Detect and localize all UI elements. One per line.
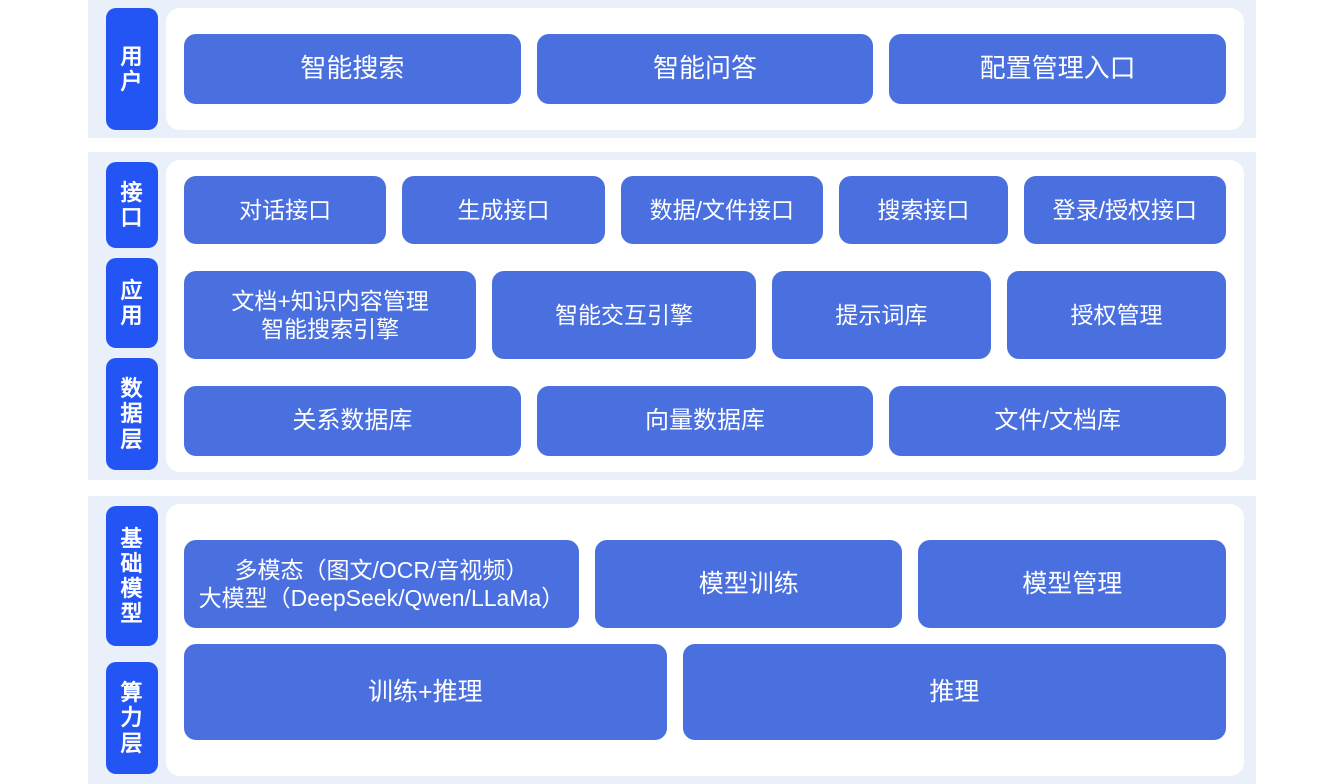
card-file-document-store[interactable]: 文件/文档库 bbox=[889, 386, 1227, 456]
row-base-model: 多模态（图文/OCR/音视频） 大模型（DeepSeek/Qwen/LLaMa）… bbox=[184, 540, 1226, 628]
section-user: 用户 智能搜索 智能问答 配置管理入口 bbox=[88, 0, 1256, 138]
layer-tab-user-label: 用户 bbox=[120, 43, 144, 94]
layer-tab-base-model-label: 基础模型 bbox=[120, 525, 144, 627]
layer-tab-application-label: 应用 bbox=[120, 277, 144, 328]
section-base: 基础模型 算力层 多模态（图文/OCR/音视频） 大模型（DeepSeek/Qw… bbox=[88, 496, 1256, 784]
card-data-file-interface[interactable]: 数据/文件接口 bbox=[620, 176, 823, 244]
section-middle: 接口 应用 数据层 对话接口 生成接口 数据/文件接口 搜索接口 登录/授权接口… bbox=[88, 152, 1256, 480]
card-config-management-entry[interactable]: 配置管理入口 bbox=[889, 34, 1227, 104]
card-multimodal-large-model[interactable]: 多模态（图文/OCR/音视频） 大模型（DeepSeek/Qwen/LLaMa） bbox=[184, 540, 579, 628]
card-training-and-inference[interactable]: 训练+推理 bbox=[184, 644, 667, 740]
card-relational-database[interactable]: 关系数据库 bbox=[184, 386, 521, 456]
card-model-training[interactable]: 模型训练 bbox=[594, 540, 903, 628]
card-intelligent-qa[interactable]: 智能问答 bbox=[536, 34, 874, 104]
layer-tab-interface[interactable]: 接口 bbox=[106, 162, 158, 248]
card-interaction-engine[interactable]: 智能交互引擎 bbox=[492, 271, 756, 359]
tab-column-middle: 接口 应用 数据层 bbox=[88, 152, 158, 480]
tab-column-base: 基础模型 算力层 bbox=[88, 496, 158, 784]
card-model-management[interactable]: 模型管理 bbox=[918, 540, 1226, 628]
row-user-apps: 智能搜索 智能问答 配置管理入口 bbox=[184, 34, 1227, 104]
row-compute: 训练+推理 推理 bbox=[184, 644, 1226, 740]
layer-tab-user[interactable]: 用户 bbox=[106, 8, 158, 130]
row-application: 文档+知识内容管理 智能搜索引擎 智能交互引擎 提示词库 授权管理 bbox=[184, 271, 1227, 359]
card-search-interface[interactable]: 搜索接口 bbox=[838, 176, 1008, 244]
card-dialog-interface[interactable]: 对话接口 bbox=[184, 176, 387, 244]
tab-column-user: 用户 bbox=[88, 0, 158, 138]
card-inference[interactable]: 推理 bbox=[682, 644, 1226, 740]
layer-tab-data[interactable]: 数据层 bbox=[106, 358, 158, 470]
row-data: 关系数据库 向量数据库 文件/文档库 bbox=[184, 386, 1227, 456]
panel-base: 多模态（图文/OCR/音视频） 大模型（DeepSeek/Qwen/LLaMa）… bbox=[166, 504, 1244, 776]
card-vector-database[interactable]: 向量数据库 bbox=[536, 386, 874, 456]
layer-tab-application[interactable]: 应用 bbox=[106, 258, 158, 348]
layer-tab-interface-label: 接口 bbox=[120, 179, 144, 230]
row-interface: 对话接口 生成接口 数据/文件接口 搜索接口 登录/授权接口 bbox=[184, 176, 1227, 244]
layer-tab-compute-label: 算力层 bbox=[120, 680, 144, 756]
card-document-knowledge-management[interactable]: 文档+知识内容管理 智能搜索引擎 bbox=[184, 271, 477, 359]
layer-tab-compute[interactable]: 算力层 bbox=[106, 662, 158, 774]
card-intelligent-search[interactable]: 智能搜索 bbox=[184, 34, 521, 104]
card-prompt-library[interactable]: 提示词库 bbox=[771, 271, 991, 359]
card-login-auth-interface[interactable]: 登录/授权接口 bbox=[1023, 176, 1227, 244]
card-authorization-management[interactable]: 授权管理 bbox=[1006, 271, 1227, 359]
layer-tab-data-label: 数据层 bbox=[120, 376, 144, 452]
panel-user: 智能搜索 智能问答 配置管理入口 bbox=[166, 8, 1244, 130]
card-generation-interface[interactable]: 生成接口 bbox=[402, 176, 605, 244]
layer-tab-base-model[interactable]: 基础模型 bbox=[106, 506, 158, 646]
panel-middle: 对话接口 生成接口 数据/文件接口 搜索接口 登录/授权接口 文档+知识内容管理… bbox=[166, 160, 1244, 472]
